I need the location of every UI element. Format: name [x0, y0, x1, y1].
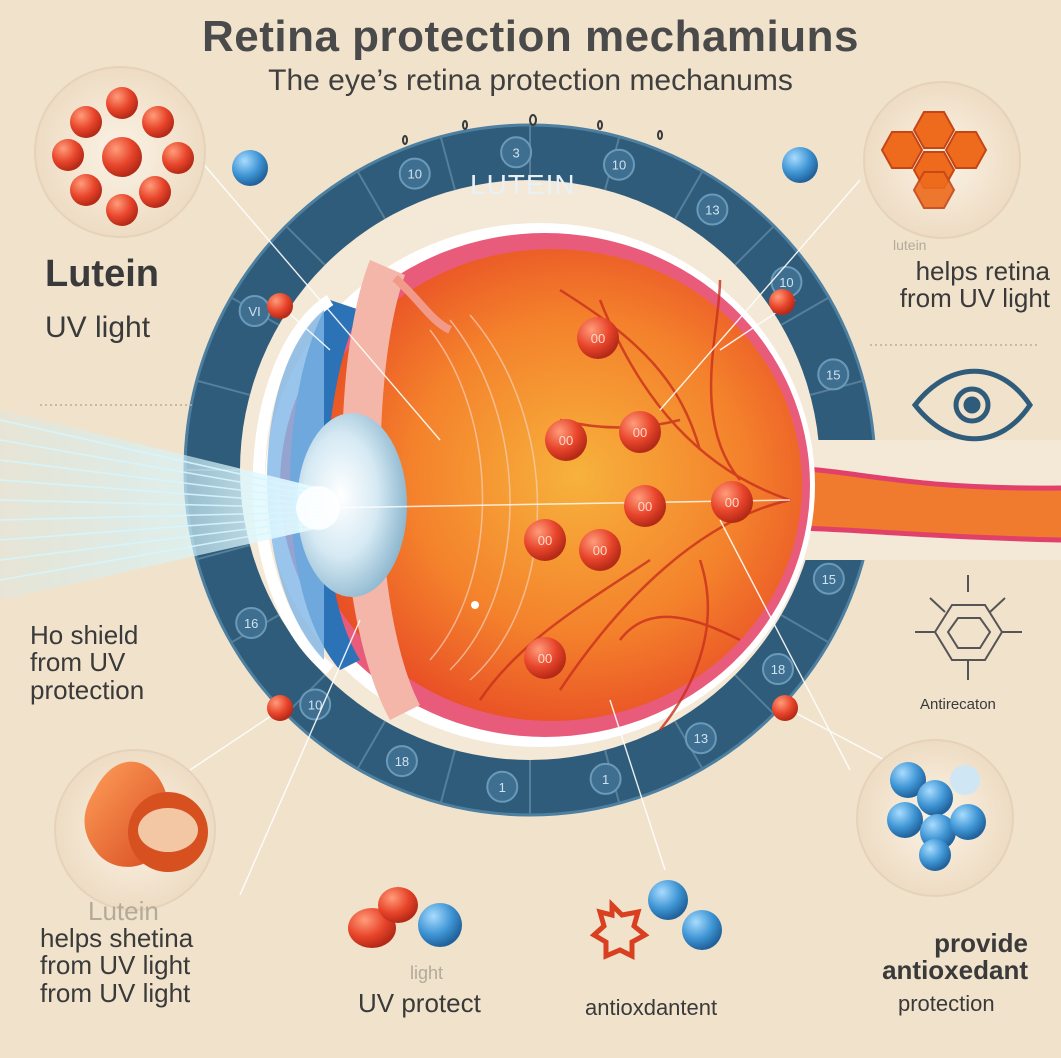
eye-icon [911, 368, 1034, 442]
svg-text:10: 10 [612, 158, 626, 173]
svg-text:13: 13 [705, 203, 719, 218]
ring-marker: 18 [385, 745, 418, 778]
label-lutein-faint-right: lutein [893, 237, 927, 253]
ring-marker: 18 [762, 653, 795, 686]
lutein-particle: 00 [577, 317, 619, 359]
svg-text:00: 00 [559, 433, 573, 448]
svg-text:00: 00 [591, 331, 605, 346]
uv-badge-icon [232, 150, 268, 186]
bottom-molecules [348, 880, 722, 961]
ring-marker: 1 [589, 762, 622, 795]
page-title: Retina protection mechamiuns [201, 12, 859, 61]
lutein-particle: 00 [524, 519, 566, 561]
lutein-egg-icon [54, 749, 216, 911]
blood-vessels [478, 279, 791, 731]
ring-divider [439, 749, 456, 804]
ring-divider [780, 296, 830, 326]
svg-text:1: 1 [499, 780, 506, 795]
ring-marker: 13 [684, 722, 717, 755]
svg-text:13: 13 [694, 731, 708, 746]
ring-marker: 10 [398, 157, 431, 190]
lutein-particle: 00 [711, 481, 753, 523]
lutein-particle: 00 [545, 419, 587, 461]
ring-marker: 15 [817, 358, 850, 391]
ring-marker: VI [238, 295, 271, 327]
ring-divider [196, 544, 251, 561]
label-helps-shetina: helps shetina from UV light from UV ligh… [40, 923, 194, 1008]
page-subtitle: The eye’s retina protection mechanums [268, 64, 793, 97]
svg-text:00: 00 [538, 533, 552, 548]
ring-marker: 13 [696, 193, 729, 226]
ring-marker: 16 [235, 606, 268, 639]
label-uv-light-left: UV light [45, 311, 151, 344]
lutein-particle: 00 [579, 529, 621, 571]
ring-divider [196, 379, 251, 396]
svg-text:10: 10 [308, 697, 322, 712]
ring-divider [734, 674, 775, 715]
svg-text:VI: VI [248, 304, 260, 319]
ring-marker: 15 [812, 562, 845, 595]
label-antirecaton: Antirecaton [920, 696, 996, 713]
label-lutein-left: Lutein [45, 253, 159, 295]
svg-text:00: 00 [538, 651, 552, 666]
label-shield-uv: Ho shield from UV protection [30, 620, 145, 705]
svg-text:00: 00 [633, 425, 647, 440]
top-dots [402, 114, 663, 145]
label-antioxdantent: antioxdantent [585, 995, 718, 1020]
ring-divider [356, 170, 386, 220]
lutein-particle: 00 [624, 485, 666, 527]
label-underlines [40, 344, 1040, 406]
ring-divider [780, 614, 830, 644]
svg-text:3: 3 [513, 145, 520, 160]
svg-text:15: 15 [822, 572, 836, 587]
ring-divider [285, 225, 326, 266]
svg-text:10: 10 [779, 275, 793, 290]
label-light-faint: light [410, 963, 444, 983]
ring-divider [439, 136, 456, 191]
label-provide-antioxedant: provide antioxedant [882, 928, 1028, 986]
label-protection: protection [898, 991, 995, 1016]
label-helps-retina: helps retina from UV light [899, 256, 1050, 314]
eyeball [252, 223, 815, 747]
ring-label: LUTEIN [470, 169, 576, 200]
ring-marker: 1 [486, 770, 519, 803]
svg-text:18: 18 [771, 662, 785, 677]
hexagon-molecule-icon [863, 81, 1021, 239]
pointer-particles [267, 289, 798, 721]
svg-text:1: 1 [602, 772, 609, 787]
svg-text:16: 16 [244, 616, 258, 631]
svg-text:00: 00 [593, 543, 607, 558]
svg-text:15: 15 [826, 367, 840, 382]
label-lutein-faint: Lutein [88, 896, 159, 926]
svg-text:10: 10 [408, 167, 422, 182]
svg-text:00: 00 [638, 499, 652, 514]
uv-badge-icon [782, 147, 818, 183]
lutein-particle: 00 [524, 637, 566, 679]
svg-text:18: 18 [395, 754, 409, 769]
label-uv-protect: UV protect [358, 988, 481, 1018]
ring-marker: 10 [299, 688, 332, 721]
retina-lutein-particles: 00 00 00 00 00 00 00 00 [524, 317, 753, 679]
ring-divider [356, 720, 386, 770]
ring-divider [674, 170, 704, 220]
svg-text:00: 00 [725, 495, 739, 510]
lutein-particle-icon [34, 66, 206, 238]
ring-marker: 3 [500, 136, 533, 169]
antioxidant-cluster-icon [856, 739, 1014, 897]
lutein-particle: 00 [619, 411, 661, 453]
ring-marker: 10 [602, 148, 635, 181]
antioxidant-hexagon-icon [915, 575, 1022, 680]
ring-divider [734, 225, 775, 266]
optic-nerve [779, 440, 1061, 560]
